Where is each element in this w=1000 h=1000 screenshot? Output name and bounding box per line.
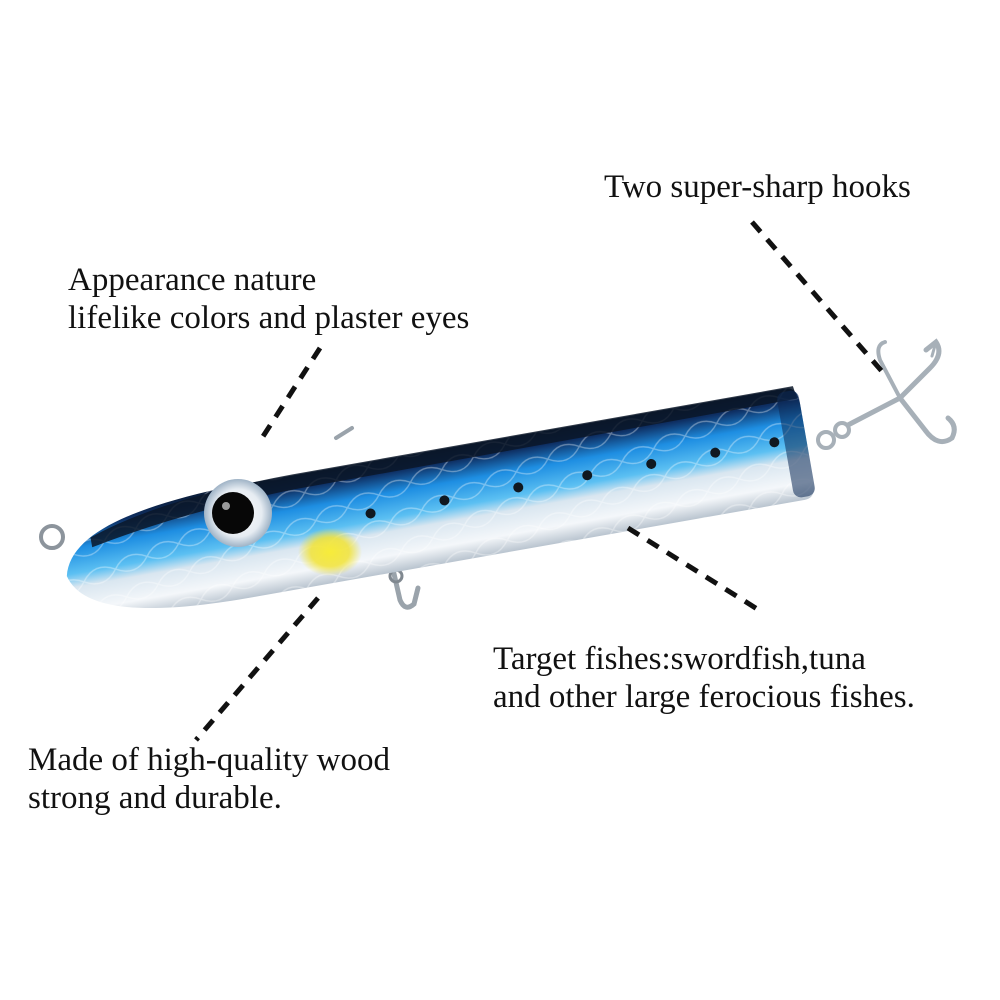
lateral-dots (365, 437, 780, 519)
caption-appearance: Appearance nature lifelike colors and pl… (68, 261, 469, 337)
caption-hooks: Two super-sharp hooks (604, 168, 911, 206)
leader-appearance (259, 346, 323, 440)
leader-target (626, 525, 764, 615)
line-tie-eye (39, 524, 65, 550)
caption-material-line-2: strong and durable. (28, 780, 282, 816)
caption-material-line-1: Made of high-quality wood (28, 742, 391, 778)
caption-appearance-line-2: lifelike colors and plaster eyes (68, 300, 470, 336)
caption-target-line-1: Target fishes:swordfish,tuna (493, 641, 866, 677)
lure-body (66, 386, 815, 609)
leader-material (194, 596, 320, 742)
caption-target-fishes: Target fishes:swordfish,tuna and other l… (493, 640, 915, 716)
caption-hooks-line-1: Two super-sharp hooks (604, 169, 911, 205)
caption-material: Made of high-quality wood strong and dur… (28, 741, 390, 817)
caption-appearance-line-1: Appearance nature (68, 262, 317, 298)
dorsal-line-wire (334, 426, 354, 440)
leader-hooks (750, 220, 888, 378)
plaster-eye (204, 479, 272, 547)
yellow-gill-spot (298, 528, 362, 576)
caption-target-line-2: and other large ferocious fishes. (493, 679, 915, 715)
treble-hook (816, 338, 957, 450)
leader-lines (194, 220, 888, 742)
